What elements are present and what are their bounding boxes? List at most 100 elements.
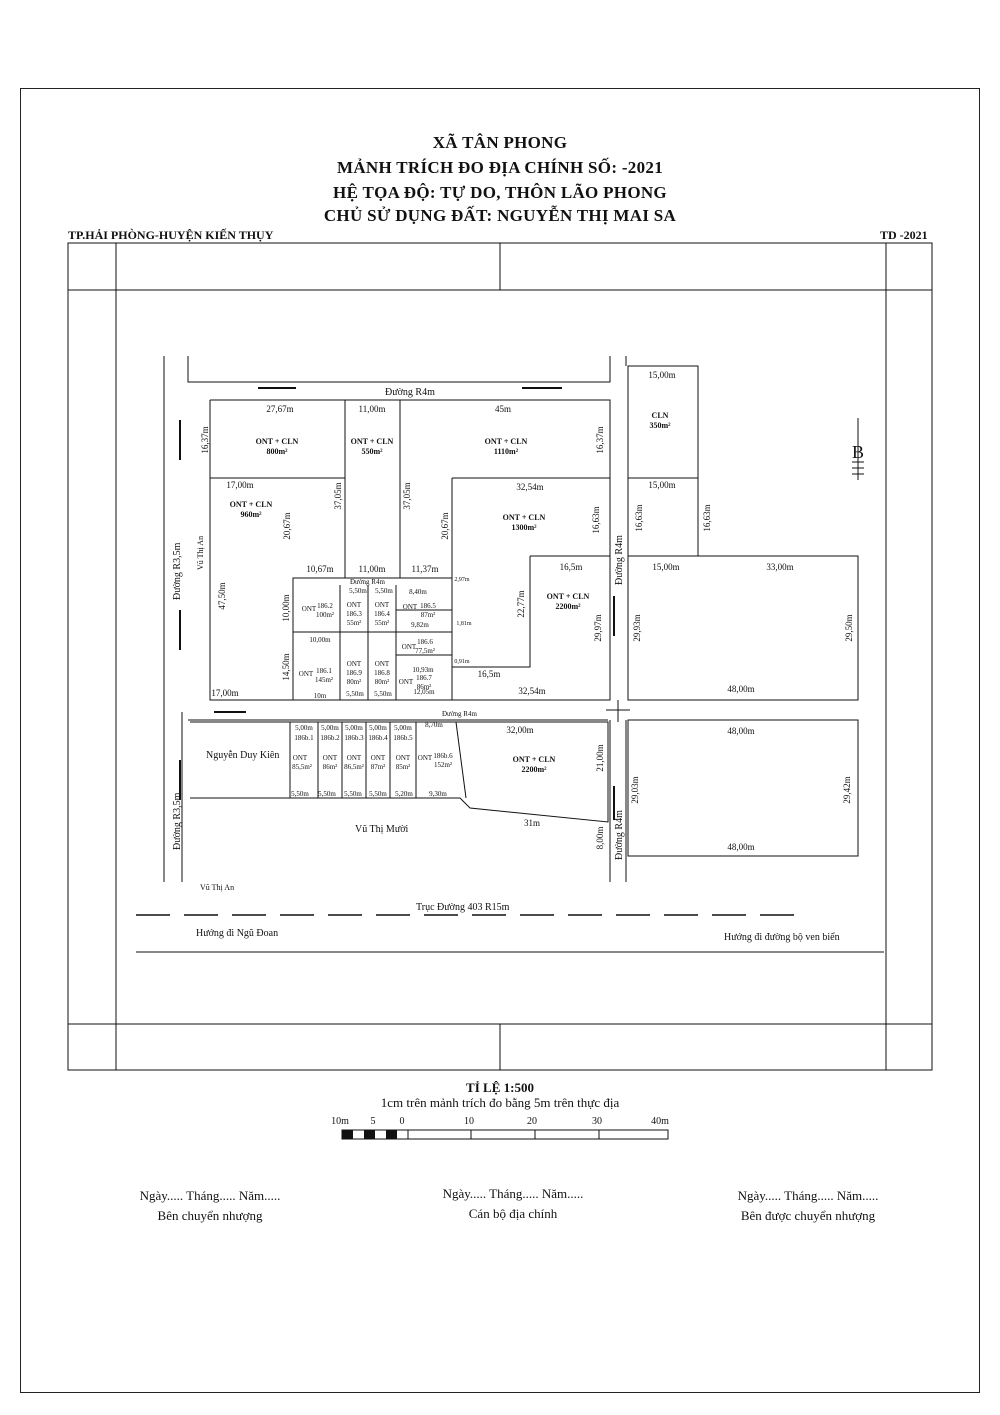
lot-code: 186.2 — [317, 602, 333, 610]
parcel-area: 2200m² — [521, 765, 547, 774]
scale-tick-label: 10m — [331, 1116, 349, 1127]
dimension-label: 9,30m — [429, 790, 447, 798]
lot-code: 186.1 — [316, 667, 332, 675]
lower-lot-use: ONT — [418, 754, 433, 762]
dimension-label: 12,05m — [413, 688, 435, 696]
lot-use: ONT — [302, 605, 317, 613]
parcel-type: ONT + CLN — [351, 437, 394, 446]
dimension-label: 37,05m — [333, 482, 343, 509]
lot-area: 145m² — [315, 676, 333, 684]
lower-lot-area: 87m² — [371, 763, 386, 771]
document-title: MẢNH TRÍCH ĐO ĐỊA CHÍNH SỐ: -2021 — [337, 158, 663, 177]
parcel-type: ONT + CLN — [547, 592, 590, 601]
scale-tick-label: 5 — [371, 1116, 376, 1127]
lower-lot-area: 152m² — [434, 761, 452, 769]
dimension-label: 47,50m — [217, 582, 227, 609]
dimension-label: 5,20m — [395, 790, 413, 798]
dimension-label: 5,50m — [318, 790, 336, 798]
lower-lot-code: 186b.5 — [393, 734, 413, 742]
parcel-area: 1110m² — [494, 447, 519, 456]
dimension-label: 29,97m — [593, 614, 603, 641]
dimension-label: 5,00m — [345, 724, 363, 732]
parcel-type: ONT + CLN — [256, 437, 299, 446]
dimension-label: 32,54m — [516, 482, 543, 492]
dimension-label: 5,00m — [321, 724, 339, 732]
road-r4-right-lower: Đường R4m — [614, 810, 625, 860]
lower-lot-code: 186b.4 — [368, 734, 388, 742]
neighbor-owner-left: Nguyễn Duy Kiên — [206, 750, 279, 761]
lot-area: 77,5m² — [415, 647, 435, 655]
dimension-label: 29,50m — [844, 614, 854, 641]
lot-area: 100m² — [316, 611, 334, 619]
dimension-label: 2,97m — [454, 577, 470, 583]
dimension-label: 48,00m — [727, 726, 754, 736]
lot-area: 86m² — [417, 683, 432, 691]
parcel-area: 960m² — [240, 510, 262, 519]
lot-use: ONT — [375, 601, 390, 609]
dimension-label: 8,40m — [409, 588, 427, 596]
dimension-label: 0,91m — [454, 659, 470, 665]
direction-left: Hướng đi Ngũ Đoan — [196, 928, 278, 939]
scale-tick-label: 30 — [592, 1116, 602, 1127]
lower-lot-use: ONT — [371, 754, 386, 762]
document-code: TD -2021 — [880, 228, 928, 242]
dimension-label: 5,00m — [394, 724, 412, 732]
north-arrow-icon: B — [852, 418, 864, 480]
main-road-label: Trục Đường 403 R15m — [416, 902, 510, 913]
lot-use: ONT — [402, 643, 417, 651]
lot-area: 87m² — [421, 611, 436, 619]
scale-tick-label: 10 — [464, 1116, 474, 1127]
dimension-label: 17,00m — [226, 480, 253, 490]
lower-lot-code: 186b.2 — [320, 734, 340, 742]
dimension-label: 5,00m — [295, 724, 313, 732]
dimension-label: 15,00m — [648, 370, 675, 380]
coordinate-system: HỆ TỌA ĐỘ: TỰ DO, THÔN LÃO PHONG — [333, 183, 667, 202]
scale-bar: 10m 5 0 10 20 30 40m — [331, 1116, 669, 1140]
lower-lot-area: 85m² — [396, 763, 411, 771]
lot-area: 55m² — [347, 619, 362, 627]
lot-use: ONT — [347, 601, 362, 609]
dimension-label: 5,50m — [369, 790, 387, 798]
dimension-label: 17,00m — [211, 688, 238, 698]
lot-code: 186.9 — [346, 669, 362, 677]
signature-role: Bên chuyển nhượng — [157, 1208, 263, 1223]
scale-tick-label: 20 — [527, 1116, 537, 1127]
dimension-label: 27,67m — [266, 404, 293, 414]
parcel-area: 350m² — [649, 421, 671, 430]
dimension-label: 5,50m — [346, 690, 364, 698]
lower-lot-code: 186b.6 — [433, 752, 453, 760]
signature-block-buyer: Ngày..... Tháng..... Năm..... Bên được c… — [678, 1186, 938, 1226]
lower-lot-area: 85,5m² — [292, 763, 312, 771]
road-vu-thi-an: Vũ Thị An — [200, 883, 234, 892]
signature-role: Cán bộ địa chính — [468, 1206, 558, 1221]
lot-area: 80m² — [347, 678, 362, 686]
lot-code: 186.5 — [420, 602, 436, 610]
parcel-type: ONT + CLN — [485, 437, 528, 446]
north-arrow-label: B — [852, 442, 864, 462]
dimension-label: 29,93m — [632, 614, 642, 641]
dimension-label: 16,63m — [591, 506, 601, 533]
dimension-label: 29,42m — [842, 776, 852, 803]
dimension-label: 16,37m — [595, 426, 605, 453]
dimension-label: 11,37m — [412, 564, 439, 574]
dimension-label: 45m — [495, 404, 511, 414]
parcel-area: 550m² — [361, 447, 383, 456]
dimension-label: 5,50m — [291, 790, 309, 798]
dimension-label: 21,00m — [595, 744, 605, 771]
dimension-label: 15,00m — [648, 480, 675, 490]
dimension-label: 48,00m — [727, 684, 754, 694]
lot-use: ONT — [399, 678, 414, 686]
dimension-label: 31m — [524, 818, 540, 828]
road-vu-thi-an-side: Vũ Thị An — [196, 536, 205, 570]
dimension-label: 10,00m — [281, 594, 291, 621]
lot-code: 186.8 — [374, 669, 390, 677]
dimension-label: 8,00m — [595, 827, 605, 850]
dimension-label: 8,70m — [425, 721, 443, 729]
commune-title: XÃ TÂN PHONG — [432, 133, 568, 152]
lower-lot-use: ONT — [347, 754, 362, 762]
dimension-label: 20,67m — [440, 512, 450, 539]
lot-area: 80m² — [375, 678, 390, 686]
signature-date: Ngày..... Tháng..... Năm..... — [442, 1186, 584, 1201]
dimension-label: 29,03m — [630, 776, 640, 803]
